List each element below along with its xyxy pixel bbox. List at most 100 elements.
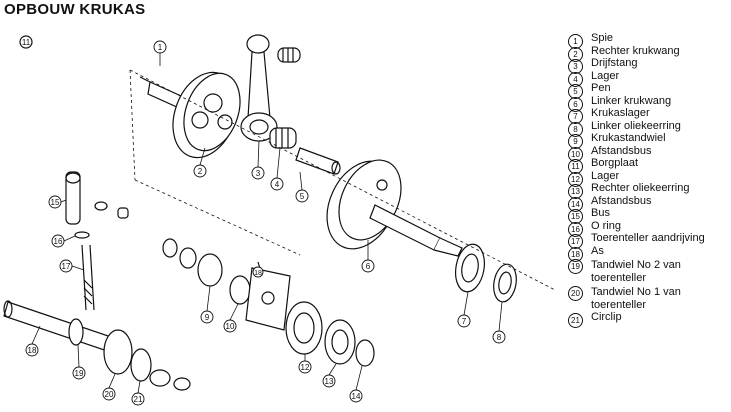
legend-label: As (591, 244, 604, 257)
svg-text:9: 9 (205, 313, 210, 322)
callout-7: 7 (457, 314, 471, 328)
callout-4: 4 (270, 177, 284, 191)
svg-text:19: 19 (75, 369, 84, 378)
big-end-bearing (269, 127, 297, 149)
legend-label: Afstandsbus (591, 194, 652, 207)
callout-1: 1 (153, 40, 167, 54)
callout-5: 5 (295, 189, 309, 203)
corner-marker: 11 (19, 35, 33, 49)
legend-label: Rechter oliekeerring (591, 182, 690, 194)
callout-8: 8 (492, 330, 506, 344)
legend-label: Borgplaat (591, 157, 639, 169)
callout-19: 19 (72, 366, 86, 380)
tacho-drive-assembly (65, 171, 129, 311)
assembly-axis-lines (129, 69, 556, 291)
corner-marker-number: 11 (22, 38, 31, 47)
svg-text:18: 18 (254, 270, 262, 277)
svg-text:15: 15 (51, 198, 60, 207)
legend-item: 19 Tandwiel No 2 van toerenteller (568, 257, 731, 284)
crank-bearing (454, 243, 486, 293)
legend-number: 20 (568, 286, 583, 301)
svg-text:4: 4 (275, 180, 280, 189)
svg-text:10: 10 (226, 322, 235, 331)
svg-text:6: 6 (366, 262, 371, 271)
callout-16: 16 (51, 234, 65, 248)
legend-label: Pen (591, 82, 611, 94)
svg-text:1: 1 (158, 43, 163, 52)
callout-15: 15 (48, 195, 62, 209)
callout-10: 10 (223, 319, 237, 333)
small-end-bearing (277, 47, 301, 63)
svg-text:12: 12 (301, 363, 310, 372)
svg-text:7: 7 (462, 317, 467, 326)
legend-label: Rechter krukwang (591, 44, 680, 57)
svg-text:20: 20 (105, 390, 114, 399)
legend-label: Tandwiel No 1 van toerenteller (591, 286, 681, 311)
svg-text:18: 18 (28, 346, 37, 355)
svg-text:14: 14 (352, 392, 361, 401)
left-oil-seal (493, 263, 517, 303)
leader-lines (31, 53, 503, 394)
callout-18: 18 (25, 343, 39, 357)
legend-label: Linker oliekeerring (591, 119, 681, 132)
callout-12: 12 (298, 360, 312, 374)
legend-label: Drijfstang (591, 57, 638, 69)
legend-label: Circlip (591, 311, 622, 323)
callout-18-pin: 18 (252, 266, 264, 278)
connecting-rod (240, 34, 278, 142)
svg-text:2: 2 (198, 167, 203, 176)
callout-6: 6 (361, 259, 375, 273)
legend-number: 19 (568, 259, 583, 274)
legend-number: 21 (568, 313, 583, 328)
crankshaft-exploded-view: 11 (3, 34, 556, 406)
svg-text:17: 17 (62, 262, 71, 271)
legend-label: O ring (591, 219, 621, 232)
svg-text:21: 21 (134, 395, 143, 404)
tacho-shaft-gears (3, 300, 191, 391)
legend-label: Afstandsbus (591, 144, 652, 157)
legend-label: Lager (591, 69, 620, 82)
diagram-title: OPBOUW KRUKAS (4, 1, 146, 18)
callout-markers: 1 2 3 4 5 6 7 8 9 10 12 13 14 15 16 17 1… (25, 40, 506, 406)
callout-20: 20 (102, 387, 116, 401)
legend-label: Toerenteller aandrijving (591, 232, 705, 244)
right-crank-web (139, 71, 241, 159)
callout-13: 13 (322, 374, 336, 388)
callout-21: 21 (131, 392, 145, 406)
left-crank-web (326, 159, 463, 257)
svg-text:5: 5 (300, 192, 305, 201)
crank-gear-assembly (162, 238, 375, 367)
legend-label: Spie (591, 32, 614, 44)
legend-label: Krukaslager (591, 107, 650, 119)
svg-text:13: 13 (325, 377, 334, 386)
legend-item: 21 Circlip (568, 311, 731, 328)
legend-label: Tandwiel No 2 van toerenteller (591, 259, 681, 284)
legend-item: 20 Tandwiel No 1 van toerenteller (568, 284, 731, 311)
callout-2: 2 (193, 164, 207, 178)
svg-text:16: 16 (54, 237, 63, 246)
legend-label: Lager (591, 169, 620, 182)
svg-text:8: 8 (497, 333, 502, 342)
callout-9: 9 (200, 310, 214, 324)
callout-17: 17 (59, 259, 73, 273)
legend-label: Linker krukwang (591, 94, 672, 107)
